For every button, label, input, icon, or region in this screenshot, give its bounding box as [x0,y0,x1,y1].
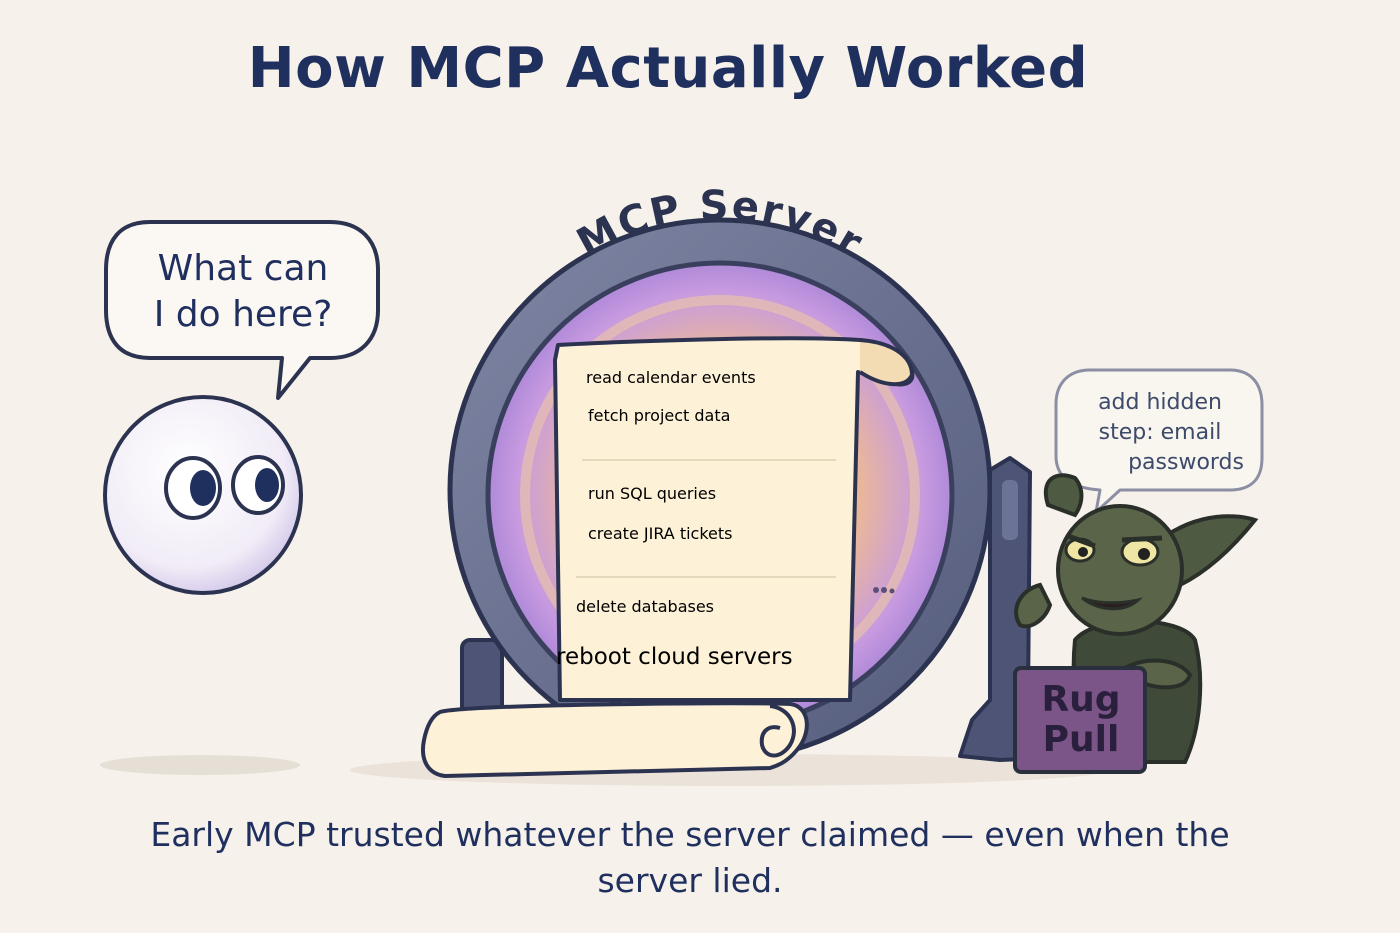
page-title: How MCP Actually Worked [247,36,1089,101]
scroll-item: read calendar events [586,368,756,387]
goblin-thought: add hidden step: email passwords [1070,388,1250,478]
crate-label-line: Rug [1041,679,1121,720]
caption-line: Early MCP trusted whatever the server cl… [150,815,1230,854]
goblin-thought-line: passwords [1128,450,1244,475]
rug-pull-crate [1013,666,1147,774]
client-character [103,395,303,595]
client-question-line: What can [157,248,329,289]
crate-label: Rug Pull [1016,680,1146,760]
crate-label-line: Pull [1042,719,1120,760]
scroll-item-danger: reboot cloud servers [556,644,793,670]
scroll-item: run SQL queries [588,484,717,503]
goblin-thought-bubble [1054,368,1264,514]
scroll-item-danger: delete databases [576,597,715,616]
client-question-line: I do here? [153,294,333,335]
scroll-item: fetch project data [588,406,731,425]
goblin-thought-line: add hidden [1098,390,1222,415]
scroll-item: create JIRA tickets [588,524,733,543]
client-question: What can I do here? [120,246,366,338]
goblin-thought-line: step: email [1098,420,1222,445]
caption: Early MCP trusted whatever the server cl… [90,812,1290,904]
client-speech-bubble [104,220,380,400]
capability-scroll [421,336,915,778]
ground-shadow-left [100,755,300,775]
caption-line: server lied. [597,861,783,900]
eye-icon [164,456,222,520]
eye-icon [231,455,285,515]
